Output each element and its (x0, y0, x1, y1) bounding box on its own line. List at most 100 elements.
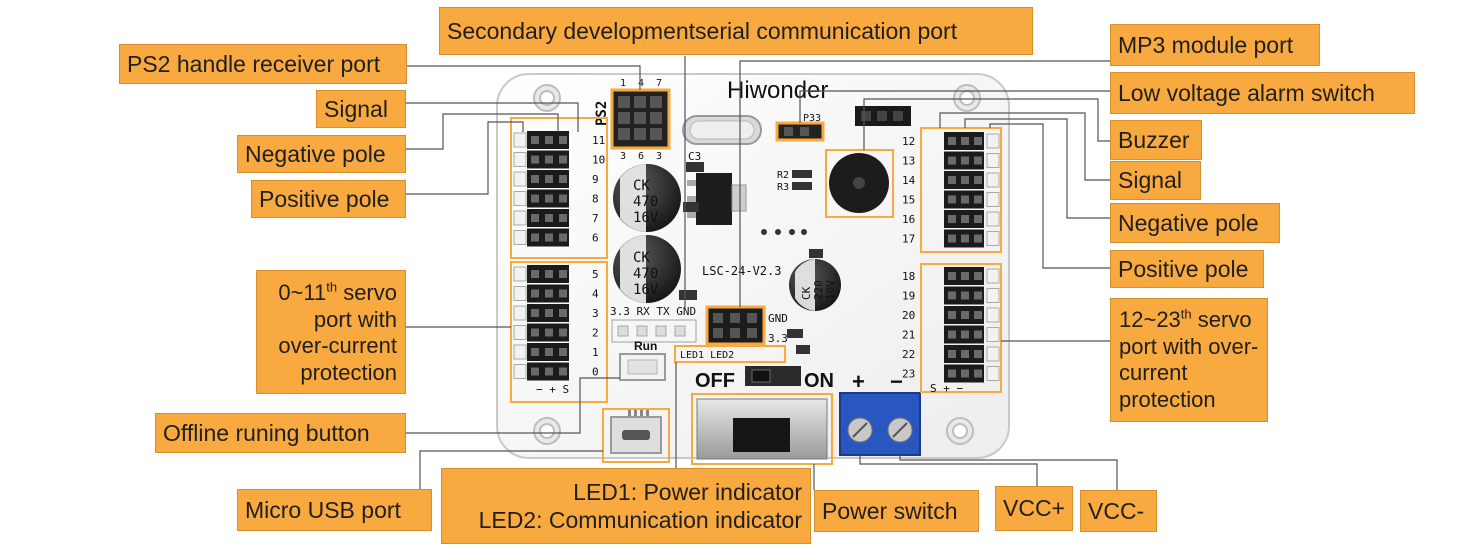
callout-servo-right-text: 12~23th servo port with over-current pro… (1119, 306, 1259, 412)
servo-channel-label: 11 (592, 134, 605, 147)
minus-label: − (890, 369, 903, 394)
leader-low-voltage (799, 90, 1110, 123)
servo-plug (986, 346, 1000, 362)
servo-port-row: 0 (513, 362, 599, 381)
leader-positive-right (989, 123, 1110, 269)
cap1-pad (683, 202, 699, 212)
servo-plug (513, 152, 527, 167)
servo-channel-label: 5 (592, 268, 599, 281)
callout-positive-left: Positive pole (251, 180, 406, 218)
left-header-footer: − + S (536, 383, 569, 396)
servo-channel-label: 20 (902, 309, 915, 322)
micro-usb-port (602, 408, 670, 463)
servo-pin (545, 367, 553, 376)
servo-plug (513, 266, 527, 282)
servo-plug (986, 327, 1000, 342)
servo-plug (513, 325, 527, 340)
servo-plug (513, 191, 527, 206)
voltage-regulator (687, 173, 747, 225)
leader-vcc-minus (899, 455, 1118, 490)
servo-pin (961, 369, 969, 378)
servo-pin (559, 328, 567, 337)
servo-pin (559, 270, 567, 278)
servo-pin (545, 328, 553, 337)
servo-pin (531, 194, 539, 203)
servo-pin (948, 195, 956, 204)
servo-pin (545, 155, 553, 164)
servo-port-row: 3 (513, 304, 599, 322)
leader-negative-right (964, 118, 1110, 219)
servo-port-row: 8 (513, 189, 599, 208)
servo-plug (513, 305, 527, 321)
offline-run-button: Run (619, 339, 666, 381)
cap1-line1: CK (633, 178, 650, 194)
servo-pin (559, 367, 567, 376)
power-terminal: + − (839, 369, 921, 456)
servo-port-row: 20 (902, 306, 1000, 324)
servo-port-row: 6 (513, 228, 599, 247)
servo-channel-label: 1 (592, 346, 599, 359)
servo-port-row: 14 (902, 171, 1000, 189)
servo-channel-label: 14 (902, 174, 916, 187)
servo-pin (531, 175, 539, 183)
r3-silk: R3 (777, 182, 789, 193)
servo-plug (513, 210, 527, 226)
cap3-line2: 220 (812, 280, 825, 300)
cap1-line3: 16V (633, 210, 659, 226)
servo-pin (559, 289, 567, 298)
ps2-header: PS2 1 4 7 3 6 3 (594, 78, 671, 162)
servo-plug (986, 211, 1000, 227)
servo-port-row: 7 (513, 209, 599, 227)
servo-pin (559, 348, 567, 356)
servo-channel-label: 4 (592, 288, 599, 301)
servo-port-row: 1 (513, 343, 599, 361)
callout-vcc-plus: VCC+ (995, 486, 1073, 531)
servo-pin (961, 350, 969, 358)
servo-pin (961, 195, 969, 204)
resistors: R2 R3 (777, 170, 812, 193)
callout-servo-right: 12~23th servo port with over-current pro… (1110, 298, 1268, 422)
leader-positive-left (406, 121, 524, 195)
servo-plug (986, 307, 1000, 323)
servo-channel-label: 7 (592, 212, 599, 225)
servo-pin (559, 175, 567, 183)
callout-led-line1: LED1: Power indicator (573, 479, 802, 505)
servo-channel-label: 23 (902, 368, 915, 381)
servo-pin (559, 194, 567, 203)
callout-low-voltage: Low voltage alarm switch (1110, 72, 1415, 114)
servo-pin (948, 330, 956, 339)
ps2-pin-4: 4 (638, 78, 644, 89)
on-label: ON (804, 370, 834, 392)
servo-plug (513, 344, 527, 360)
callout-negative-left: Negative pole (237, 135, 406, 173)
servo-port-row: 12 (902, 132, 1000, 150)
servo-pin (974, 195, 982, 204)
servo-pin (974, 234, 982, 243)
servo-port-row: 18 (902, 267, 1000, 285)
servo-pin (961, 291, 969, 300)
servo-pin (531, 214, 539, 222)
servo-port-row: 16 (902, 210, 1000, 228)
servo-channel-label: 6 (592, 232, 599, 245)
test-points (761, 229, 807, 235)
leader-vcc-plus (859, 455, 1038, 486)
servo-pin (948, 234, 956, 243)
servo-port-row: 2 (513, 323, 599, 342)
servo-pin (948, 176, 956, 184)
callout-buzzer: Buzzer (1110, 120, 1202, 160)
servo-channel-label: 16 (902, 213, 915, 226)
r2-silk: R2 (777, 170, 789, 181)
servo-pin (531, 289, 539, 298)
servo-pin (961, 176, 969, 184)
servo-pin (948, 215, 956, 223)
servo-pin (559, 136, 567, 144)
leader-signal-left (406, 102, 579, 132)
ps2-pin-1: 1 (620, 78, 626, 89)
servo-plug (986, 268, 1000, 284)
servo-pin (974, 350, 982, 358)
servo-port-row: 17 (902, 229, 1000, 248)
servo-plug (513, 286, 527, 301)
callout-offline: Offline runing button (155, 413, 406, 453)
power-switch: OFF ON (691, 366, 834, 465)
